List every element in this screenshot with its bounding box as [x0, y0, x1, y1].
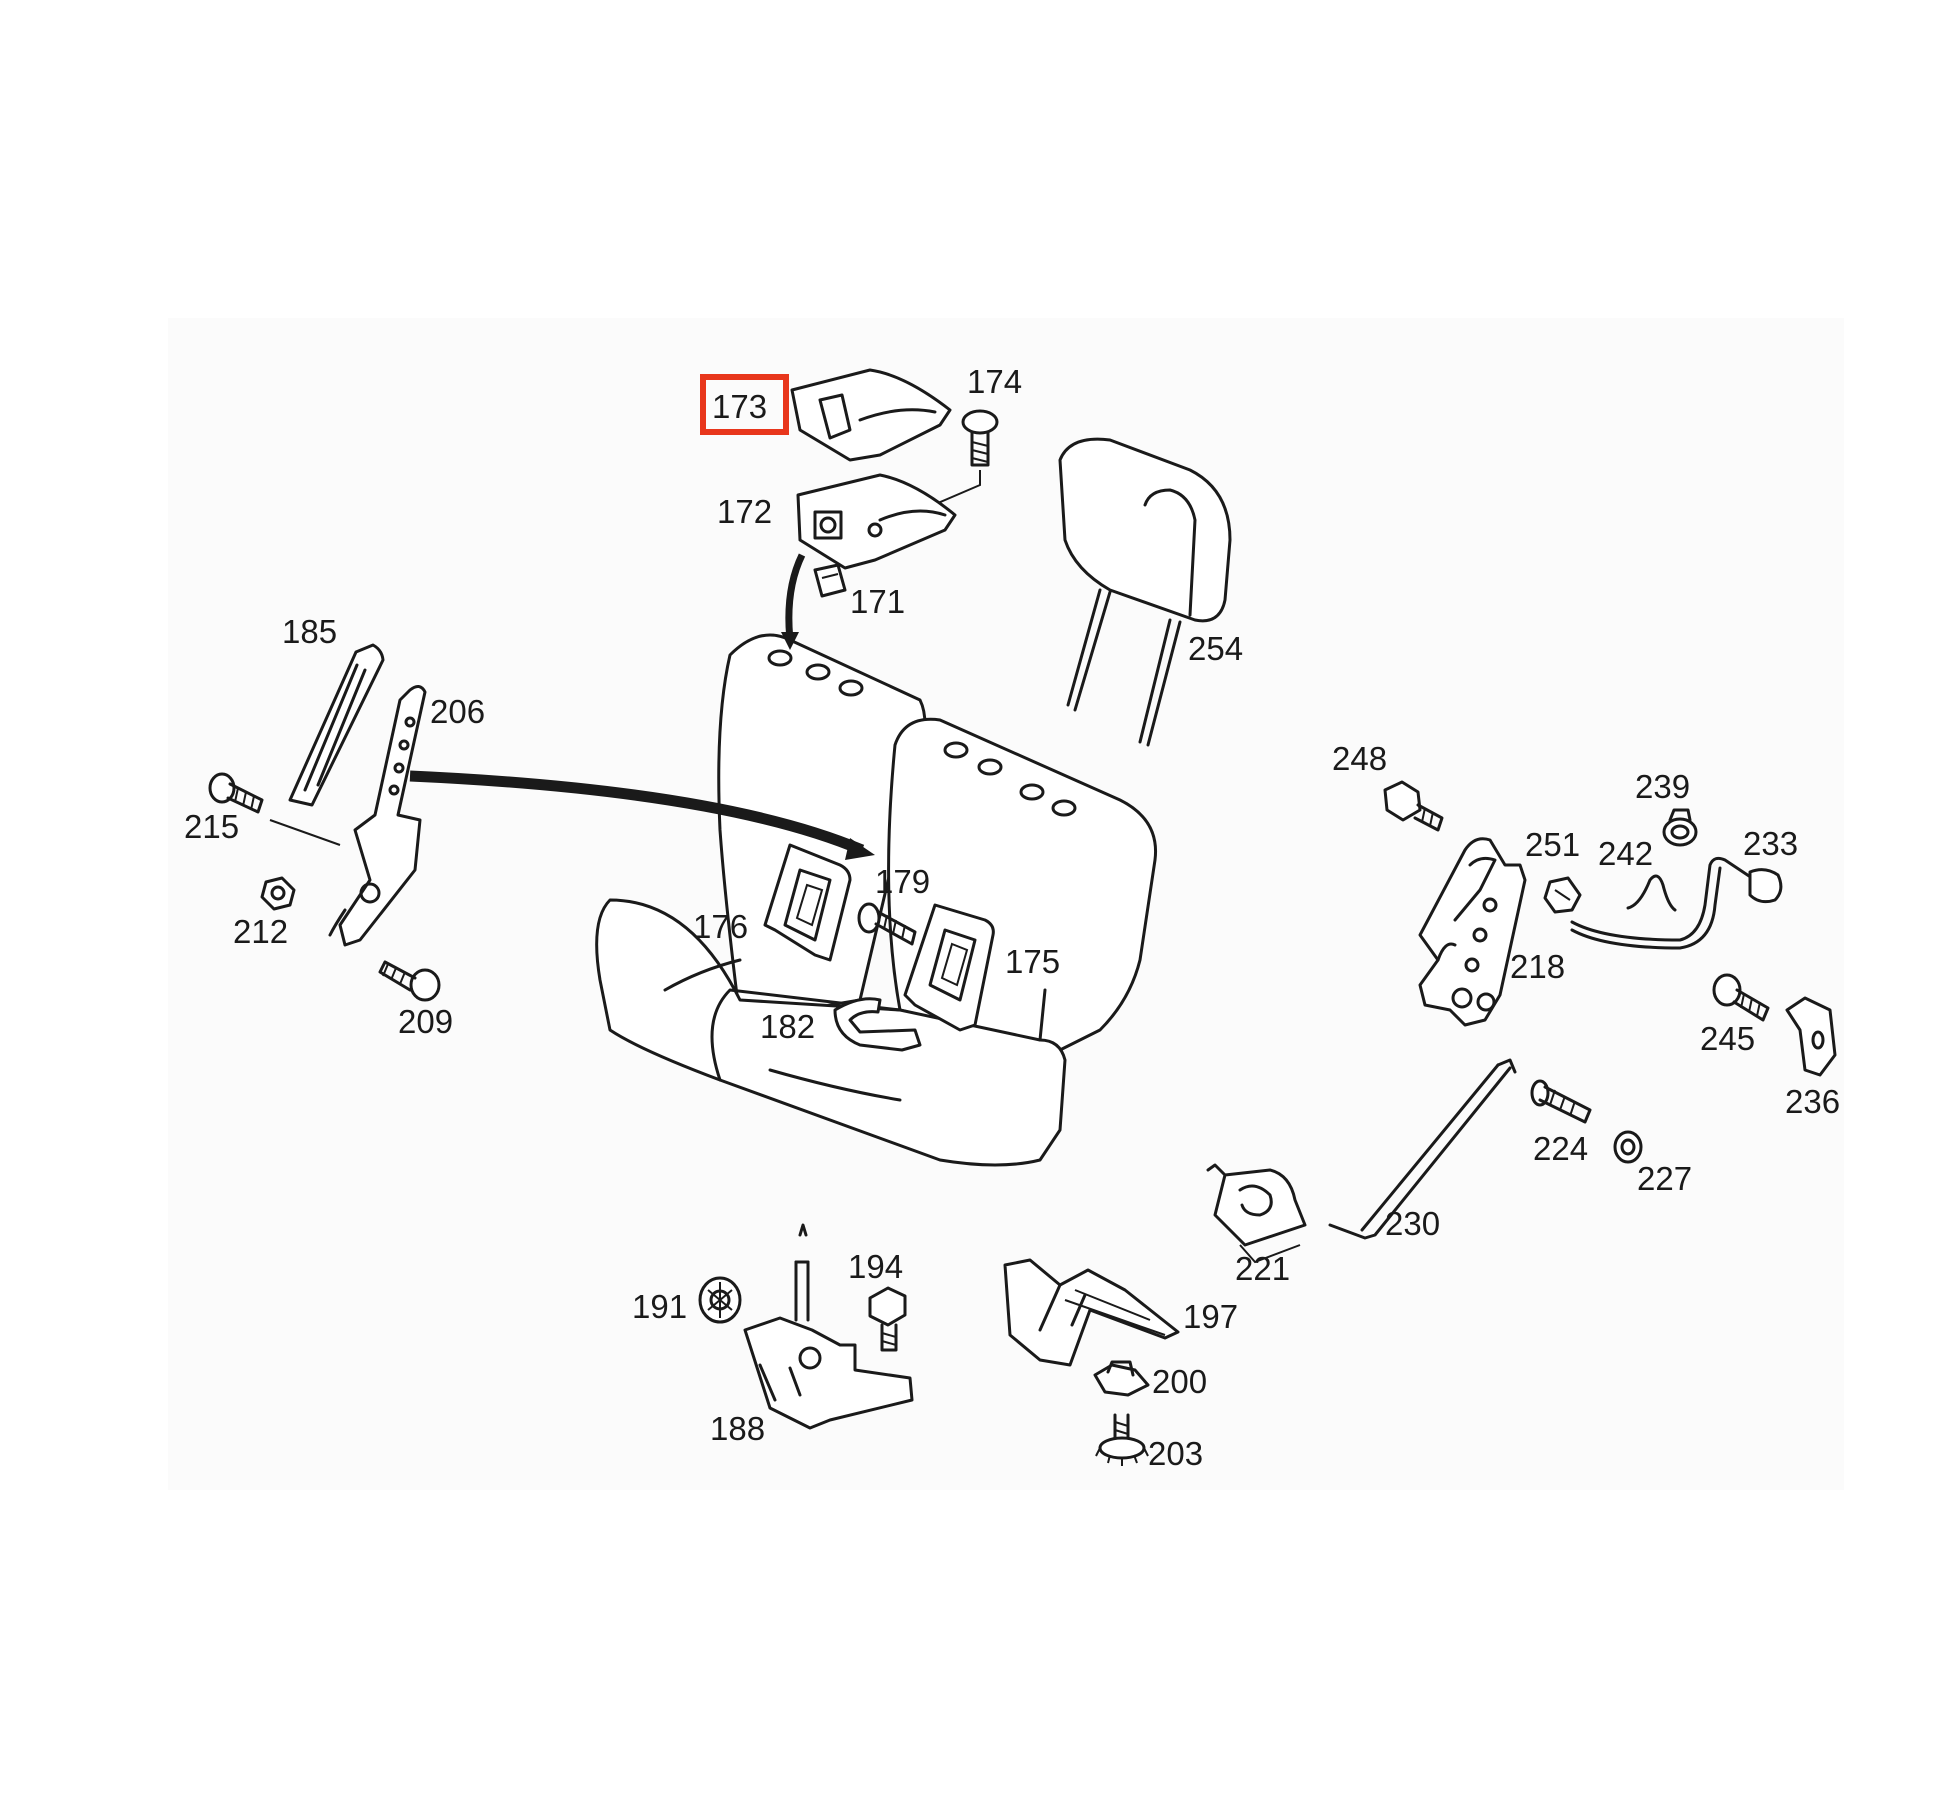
label-203[interactable]: 203	[1148, 1435, 1203, 1472]
arrowhead-172	[781, 632, 799, 650]
label-179[interactable]: 179	[875, 863, 930, 900]
label-221[interactable]: 221	[1235, 1250, 1290, 1287]
label-230[interactable]: 230	[1385, 1205, 1440, 1242]
arrowhead-206	[845, 838, 875, 860]
label-212[interactable]: 212	[233, 913, 288, 950]
part-221-latch[interactable]	[1206, 1163, 1307, 1264]
label-233[interactable]: 233	[1743, 825, 1798, 862]
part-206-hinge-bracket[interactable]	[328, 685, 427, 947]
label-236[interactable]: 236	[1785, 1083, 1840, 1120]
part-248-bolt[interactable]	[1383, 780, 1444, 832]
part-197-cover-plate[interactable]	[1003, 1258, 1180, 1367]
part-239-grommet[interactable]	[1662, 808, 1698, 847]
part-191-washer[interactable]	[698, 1276, 742, 1324]
label-185[interactable]: 185	[282, 613, 337, 650]
part-254-headrest[interactable]	[1058, 437, 1232, 747]
label-171[interactable]: 171	[850, 583, 905, 620]
label-242[interactable]: 242	[1598, 835, 1653, 872]
label-194[interactable]: 194	[848, 1248, 903, 1285]
part-175-lock-bracket[interactable]	[903, 903, 995, 1032]
label-188[interactable]: 188	[710, 1410, 765, 1447]
label-182[interactable]: 182	[760, 1008, 815, 1045]
part-236-bracket[interactable]	[1785, 996, 1837, 1077]
part-245-bolt[interactable]	[1712, 973, 1770, 1022]
part-188-mount-bracket[interactable]	[743, 1223, 914, 1430]
label-176[interactable]: 176	[693, 908, 748, 945]
label-224[interactable]: 224	[1533, 1130, 1588, 1167]
part-185-slide-plate[interactable]	[269, 643, 385, 846]
label-245[interactable]: 245	[1700, 1020, 1755, 1057]
part-200-nut[interactable]	[1093, 1360, 1150, 1397]
part-251-clip[interactable]	[1543, 876, 1582, 914]
part-218-latch-assembly[interactable]	[1418, 837, 1527, 1027]
part-176-lock-bracket[interactable]	[763, 843, 852, 962]
part-173-cover[interactable]	[790, 368, 952, 462]
label-173[interactable]: 173	[712, 388, 767, 425]
part-230-rod[interactable]	[1328, 1058, 1517, 1240]
label-172[interactable]: 172	[717, 493, 772, 530]
part-242-spring[interactable]	[1626, 874, 1677, 912]
part-233-release-rod[interactable]	[1570, 856, 1783, 950]
label-218[interactable]: 218	[1510, 948, 1565, 985]
label-251[interactable]: 251	[1525, 826, 1580, 863]
label-209[interactable]: 209	[398, 1003, 453, 1040]
highlight-box-173	[700, 374, 789, 435]
part-209-bolt[interactable]	[378, 960, 441, 1002]
label-254[interactable]: 254	[1188, 630, 1243, 667]
label-191[interactable]: 191	[632, 1288, 687, 1325]
part-172-armrest-base[interactable]	[796, 473, 957, 570]
label-200[interactable]: 200	[1152, 1363, 1207, 1400]
label-174[interactable]: 174	[967, 363, 1022, 400]
part-203-screw[interactable]	[1095, 1413, 1149, 1466]
part-227-washer[interactable]	[1613, 1130, 1643, 1164]
label-239[interactable]: 239	[1635, 768, 1690, 805]
label-227[interactable]: 227	[1637, 1160, 1692, 1197]
part-224-pin[interactable]	[1530, 1079, 1592, 1124]
arrow-172-to-seat	[785, 553, 806, 641]
label-206[interactable]: 206	[430, 693, 485, 730]
part-179-screw[interactable]	[857, 902, 917, 946]
label-175[interactable]: 175	[1005, 943, 1060, 980]
part-182-hook[interactable]	[833, 997, 922, 1052]
part-174-screw[interactable]	[909, 409, 999, 516]
part-212-nut[interactable]	[260, 876, 296, 911]
part-215-bolt[interactable]	[208, 772, 264, 814]
part-171-clip[interactable]	[813, 563, 847, 598]
label-215[interactable]: 215	[184, 808, 239, 845]
label-248[interactable]: 248	[1332, 740, 1387, 777]
arrow-206-to-seat	[409, 770, 865, 856]
label-197[interactable]: 197	[1183, 1298, 1238, 1335]
part-194-bolt[interactable]	[868, 1286, 907, 1352]
